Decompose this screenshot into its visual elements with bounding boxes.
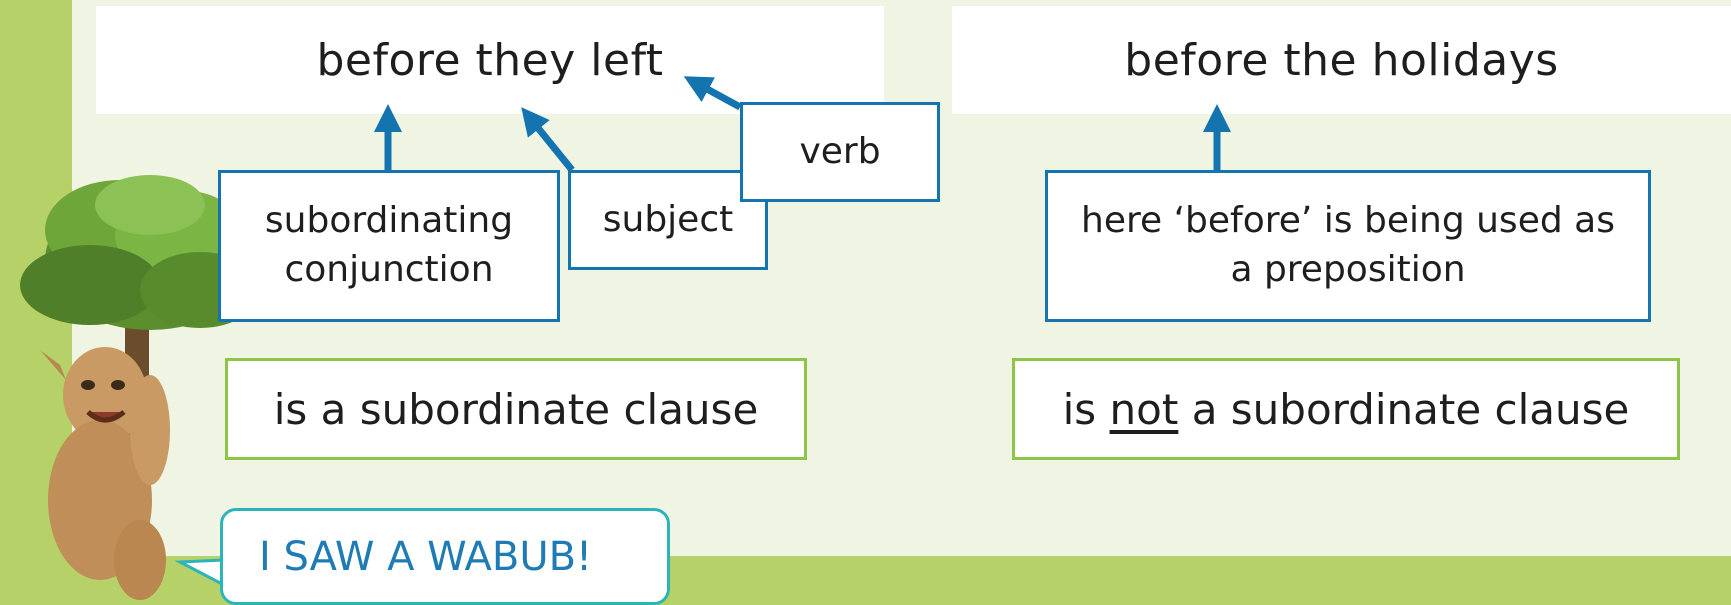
verdict-right-prefix: is: [1062, 384, 1110, 434]
left-phrase-text: before they left: [316, 34, 664, 86]
label-subject-text: subject: [602, 198, 734, 240]
verdict-not-subordinate-clause: is not a subordinate clause: [1012, 358, 1680, 460]
speech-bubble-text: I SAW A WABUB!: [259, 533, 593, 580]
label-subject: subject: [568, 170, 768, 270]
right-phrase: before the holidays: [952, 6, 1731, 114]
right-phrase-text: before the holidays: [1124, 34, 1559, 86]
label-preposition-text: here ‘before’ is being used as a preposi…: [1081, 200, 1615, 290]
left-phrase: before they left: [96, 6, 884, 114]
arrow-up-icon-verb: [683, 76, 742, 111]
verdict-right-suffix: a subordinate clause: [1178, 384, 1630, 434]
label-conjunction-text: subordinating conjunction: [264, 200, 514, 290]
verdict-right-emphasis: not: [1109, 384, 1179, 434]
arrow-up-icon-subject: [521, 107, 575, 173]
speech-bubble: I SAW A WABUB!: [220, 508, 670, 605]
wabub-creature-icon: [40, 347, 170, 600]
tree-icon: [20, 175, 260, 590]
verdict-subordinate-clause: is a subordinate clause: [225, 358, 807, 460]
label-subordinating-conjunction: subordinating conjunction: [218, 170, 560, 322]
verdict-left-text: is a subordinate clause: [273, 384, 759, 434]
label-verb: verb: [740, 102, 940, 202]
label-verb-text: verb: [799, 130, 881, 172]
verdict-right-text: is not a subordinate clause: [1063, 385, 1630, 434]
speech-tail: [174, 558, 226, 588]
label-preposition: here ‘before’ is being used as a preposi…: [1045, 170, 1651, 322]
